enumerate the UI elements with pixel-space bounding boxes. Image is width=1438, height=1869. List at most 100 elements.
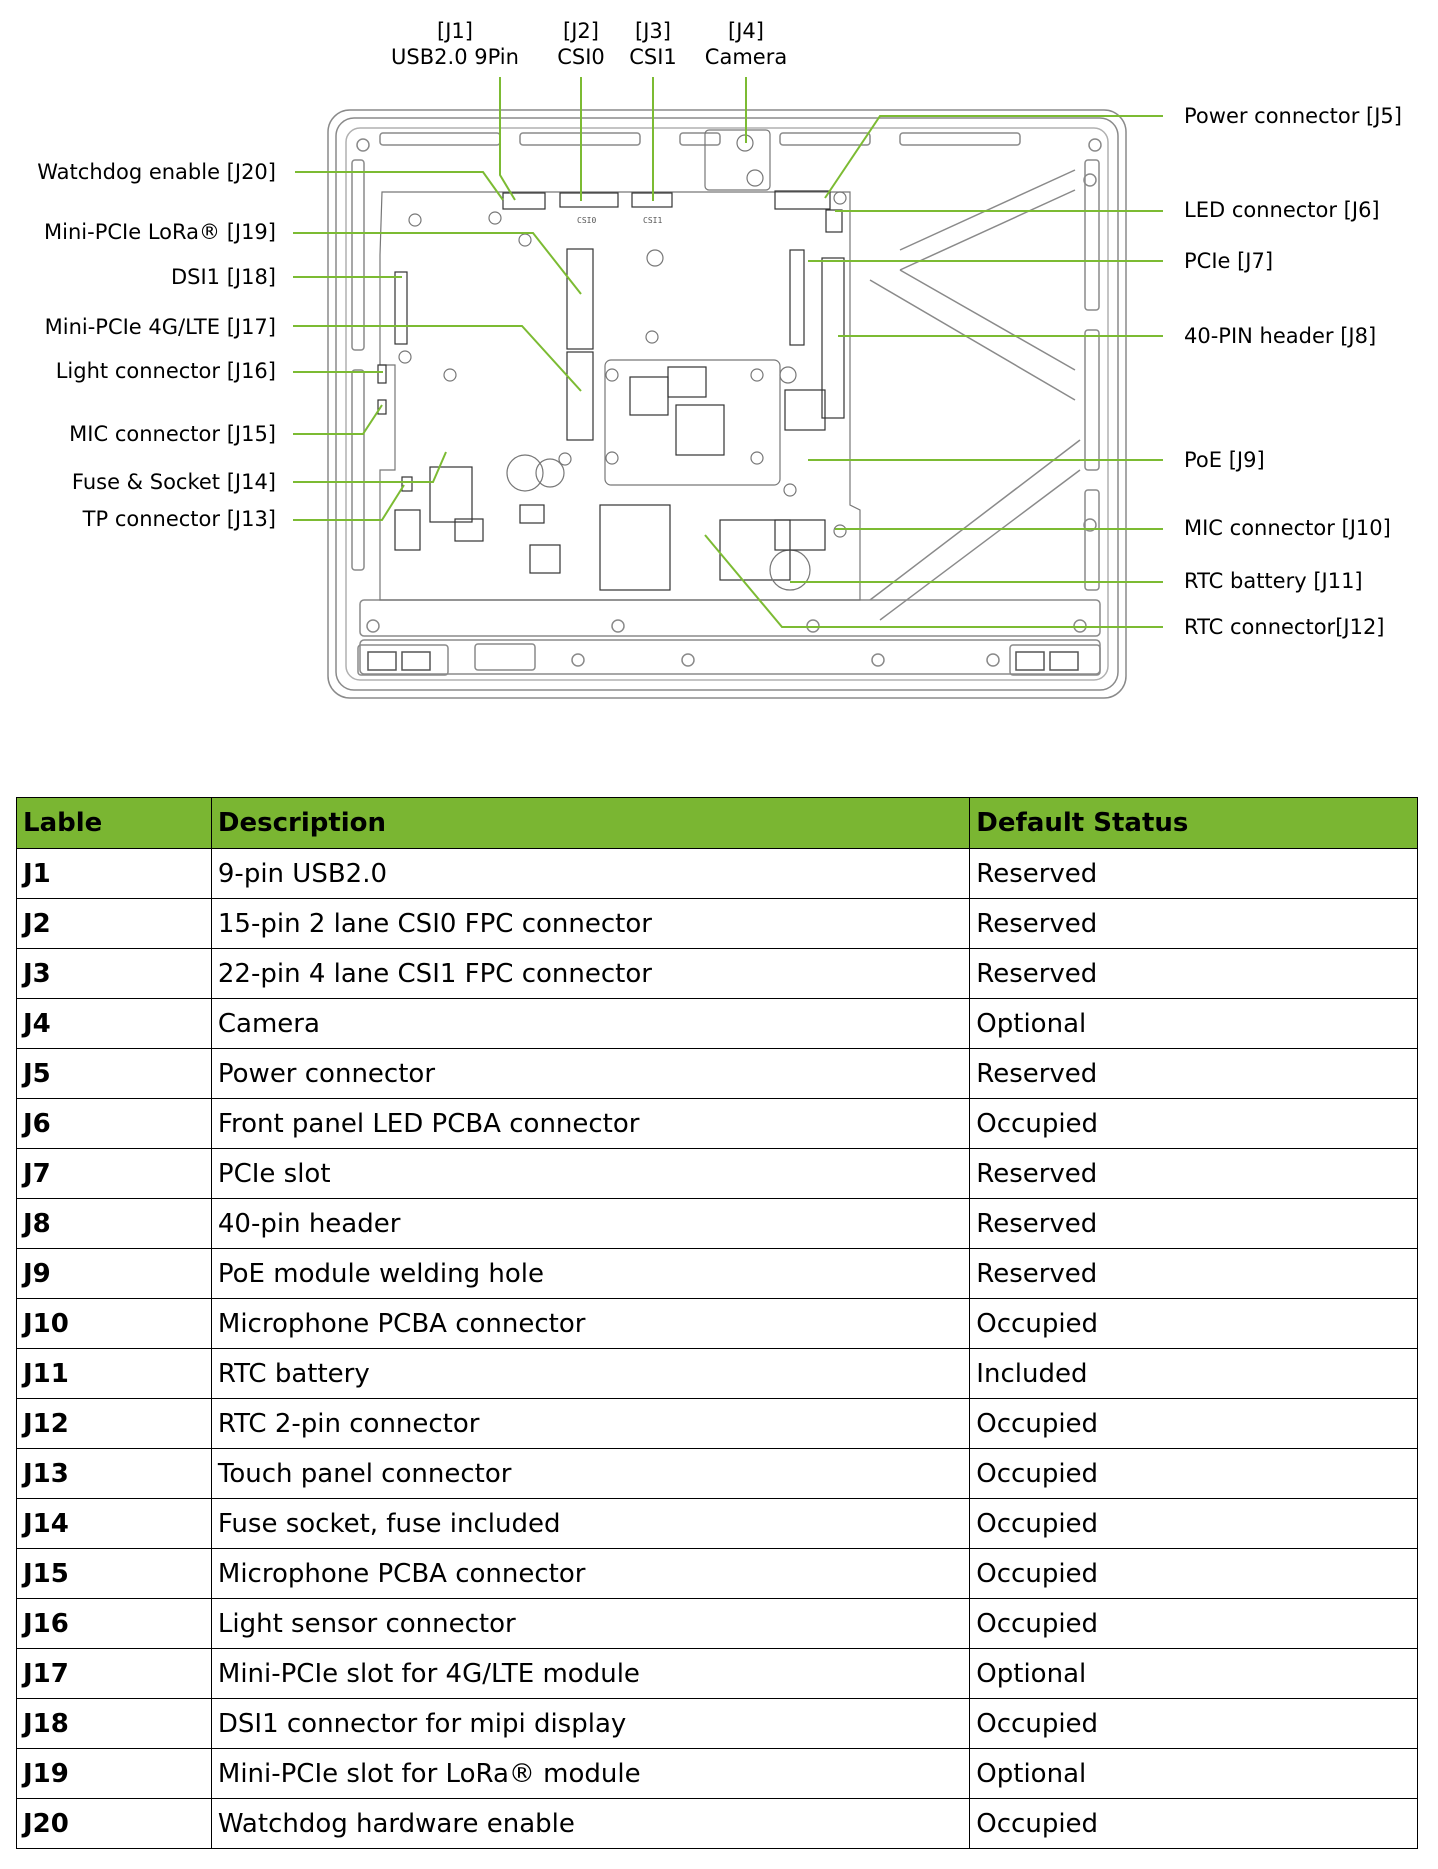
description-cell: 40-pin header	[210, 1198, 971, 1249]
status-cell: Occupied	[969, 1498, 1418, 1549]
description-cell: PoE module welding hole	[210, 1248, 971, 1299]
callout-name-j4: Camera	[704, 45, 788, 69]
silk-csi0: CSI0	[577, 216, 596, 225]
description-cell: Watchdog hardware enable	[210, 1798, 971, 1849]
description-cell: Front panel LED PCBA connector	[210, 1098, 971, 1149]
label-cell: J3	[16, 948, 212, 999]
label-cell: J8	[16, 1198, 212, 1249]
enclosure	[327, 109, 1127, 699]
status-cell: Occupied	[969, 1548, 1418, 1599]
silk-csi1: CSI1	[643, 216, 662, 225]
label-cell: J20	[16, 1798, 212, 1849]
callout-label-j18: DSI1 [J18]	[170, 265, 276, 289]
callout-label-j20: Watchdog enable [J20]	[37, 160, 276, 184]
description-cell: PCIe slot	[210, 1148, 971, 1199]
description-cell: Touch panel connector	[210, 1448, 971, 1499]
callout-line-j14	[293, 451, 447, 483]
status-cell: Occupied	[969, 1598, 1418, 1649]
callout-label-j3: [J3] CSI1	[617, 18, 689, 70]
pcb	[377, 129, 861, 601]
callout-id-j1: [J1]	[437, 19, 473, 43]
label-cell: J11	[16, 1348, 212, 1399]
callout-line-j1	[499, 77, 516, 201]
description-cell: Camera	[210, 998, 971, 1049]
status-cell: Reserved	[969, 948, 1418, 999]
callout-label-j11: RTC battery [J11]	[1184, 569, 1363, 593]
callout-label-j6: LED connector [J6]	[1184, 198, 1380, 222]
label-cell: J13	[16, 1448, 212, 1499]
description-cell: Power connector	[210, 1048, 971, 1099]
callout-label-j19: Mini-PCIe LoRa® [J19]	[44, 220, 276, 244]
status-cell: Reserved	[969, 1048, 1418, 1099]
description-cell: Fuse socket, fuse included	[210, 1498, 971, 1549]
callout-label-j12: RTC connector[J12]	[1184, 615, 1385, 639]
callout-label-j15: MIC connector [J15]	[69, 422, 276, 446]
callout-label-j17: Mini-PCIe 4G/LTE [J17]	[44, 315, 276, 339]
callout-label-j8: 40-PIN header [J8]	[1184, 324, 1377, 348]
callout-id-j2: [J2]	[563, 19, 599, 43]
label-cell: J19	[16, 1748, 212, 1799]
status-cell: Occupied	[969, 1098, 1418, 1149]
board-diagram: CSI0 CSI1	[293, 77, 1163, 699]
description-cell: Microphone PCBA connector	[210, 1548, 971, 1599]
description-cell: Mini-PCIe slot for LoRa® module	[210, 1748, 971, 1799]
header-default-status: Default Status	[969, 797, 1418, 849]
status-cell: Occupied	[969, 1298, 1418, 1349]
callout-line-j20	[295, 171, 504, 201]
callout-id-j3: [J3]	[635, 19, 671, 43]
label-cell: J9	[16, 1248, 212, 1299]
status-cell: Optional	[969, 1648, 1418, 1699]
callout-line-j12	[704, 534, 1163, 628]
status-cell: Included	[969, 1348, 1418, 1399]
description-cell: Light sensor connector	[210, 1598, 971, 1649]
label-cell: J17	[16, 1648, 212, 1699]
status-cell: Reserved	[969, 1148, 1418, 1199]
label-cell: J5	[16, 1048, 212, 1099]
label-cell: J2	[16, 898, 212, 949]
callout-label-j16: Light connector [J16]	[55, 359, 276, 383]
label-cell: J6	[16, 1098, 212, 1149]
status-cell: Occupied	[969, 1448, 1418, 1499]
description-cell: 15-pin 2 lane CSI0 FPC connector	[210, 898, 971, 949]
status-cell: Occupied	[969, 1398, 1418, 1449]
description-cell: 22-pin 4 lane CSI1 FPC connector	[210, 948, 971, 999]
callout-label-j13: TP connector [J13]	[82, 507, 276, 531]
callout-name-j1: USB2.0 9Pin	[391, 45, 519, 69]
header-label: Lable	[16, 797, 212, 849]
callout-line-j5	[824, 115, 1163, 199]
status-cell: Reserved	[969, 1248, 1418, 1299]
callout-label-j10: MIC connector [J10]	[1184, 516, 1391, 540]
description-cell: RTC battery	[210, 1348, 971, 1399]
label-cell: J18	[16, 1698, 212, 1749]
callout-label-j1: [J1] USB2.0 9Pin	[380, 18, 530, 70]
label-cell: J14	[16, 1498, 212, 1549]
status-cell: Reserved	[969, 848, 1418, 899]
callout-label-j4: [J4] Camera	[696, 18, 796, 70]
description-cell: Mini-PCIe slot for 4G/LTE module	[210, 1648, 971, 1699]
callout-label-j14: Fuse & Socket [J14]	[71, 470, 276, 494]
status-cell: Reserved	[969, 1198, 1418, 1249]
table-header-row: Lable Description Default Status	[16, 797, 1418, 849]
callout-line-j15	[293, 404, 383, 435]
callout-label-j5: Power connector [J5]	[1184, 104, 1402, 128]
callout-line-j13	[293, 484, 405, 521]
